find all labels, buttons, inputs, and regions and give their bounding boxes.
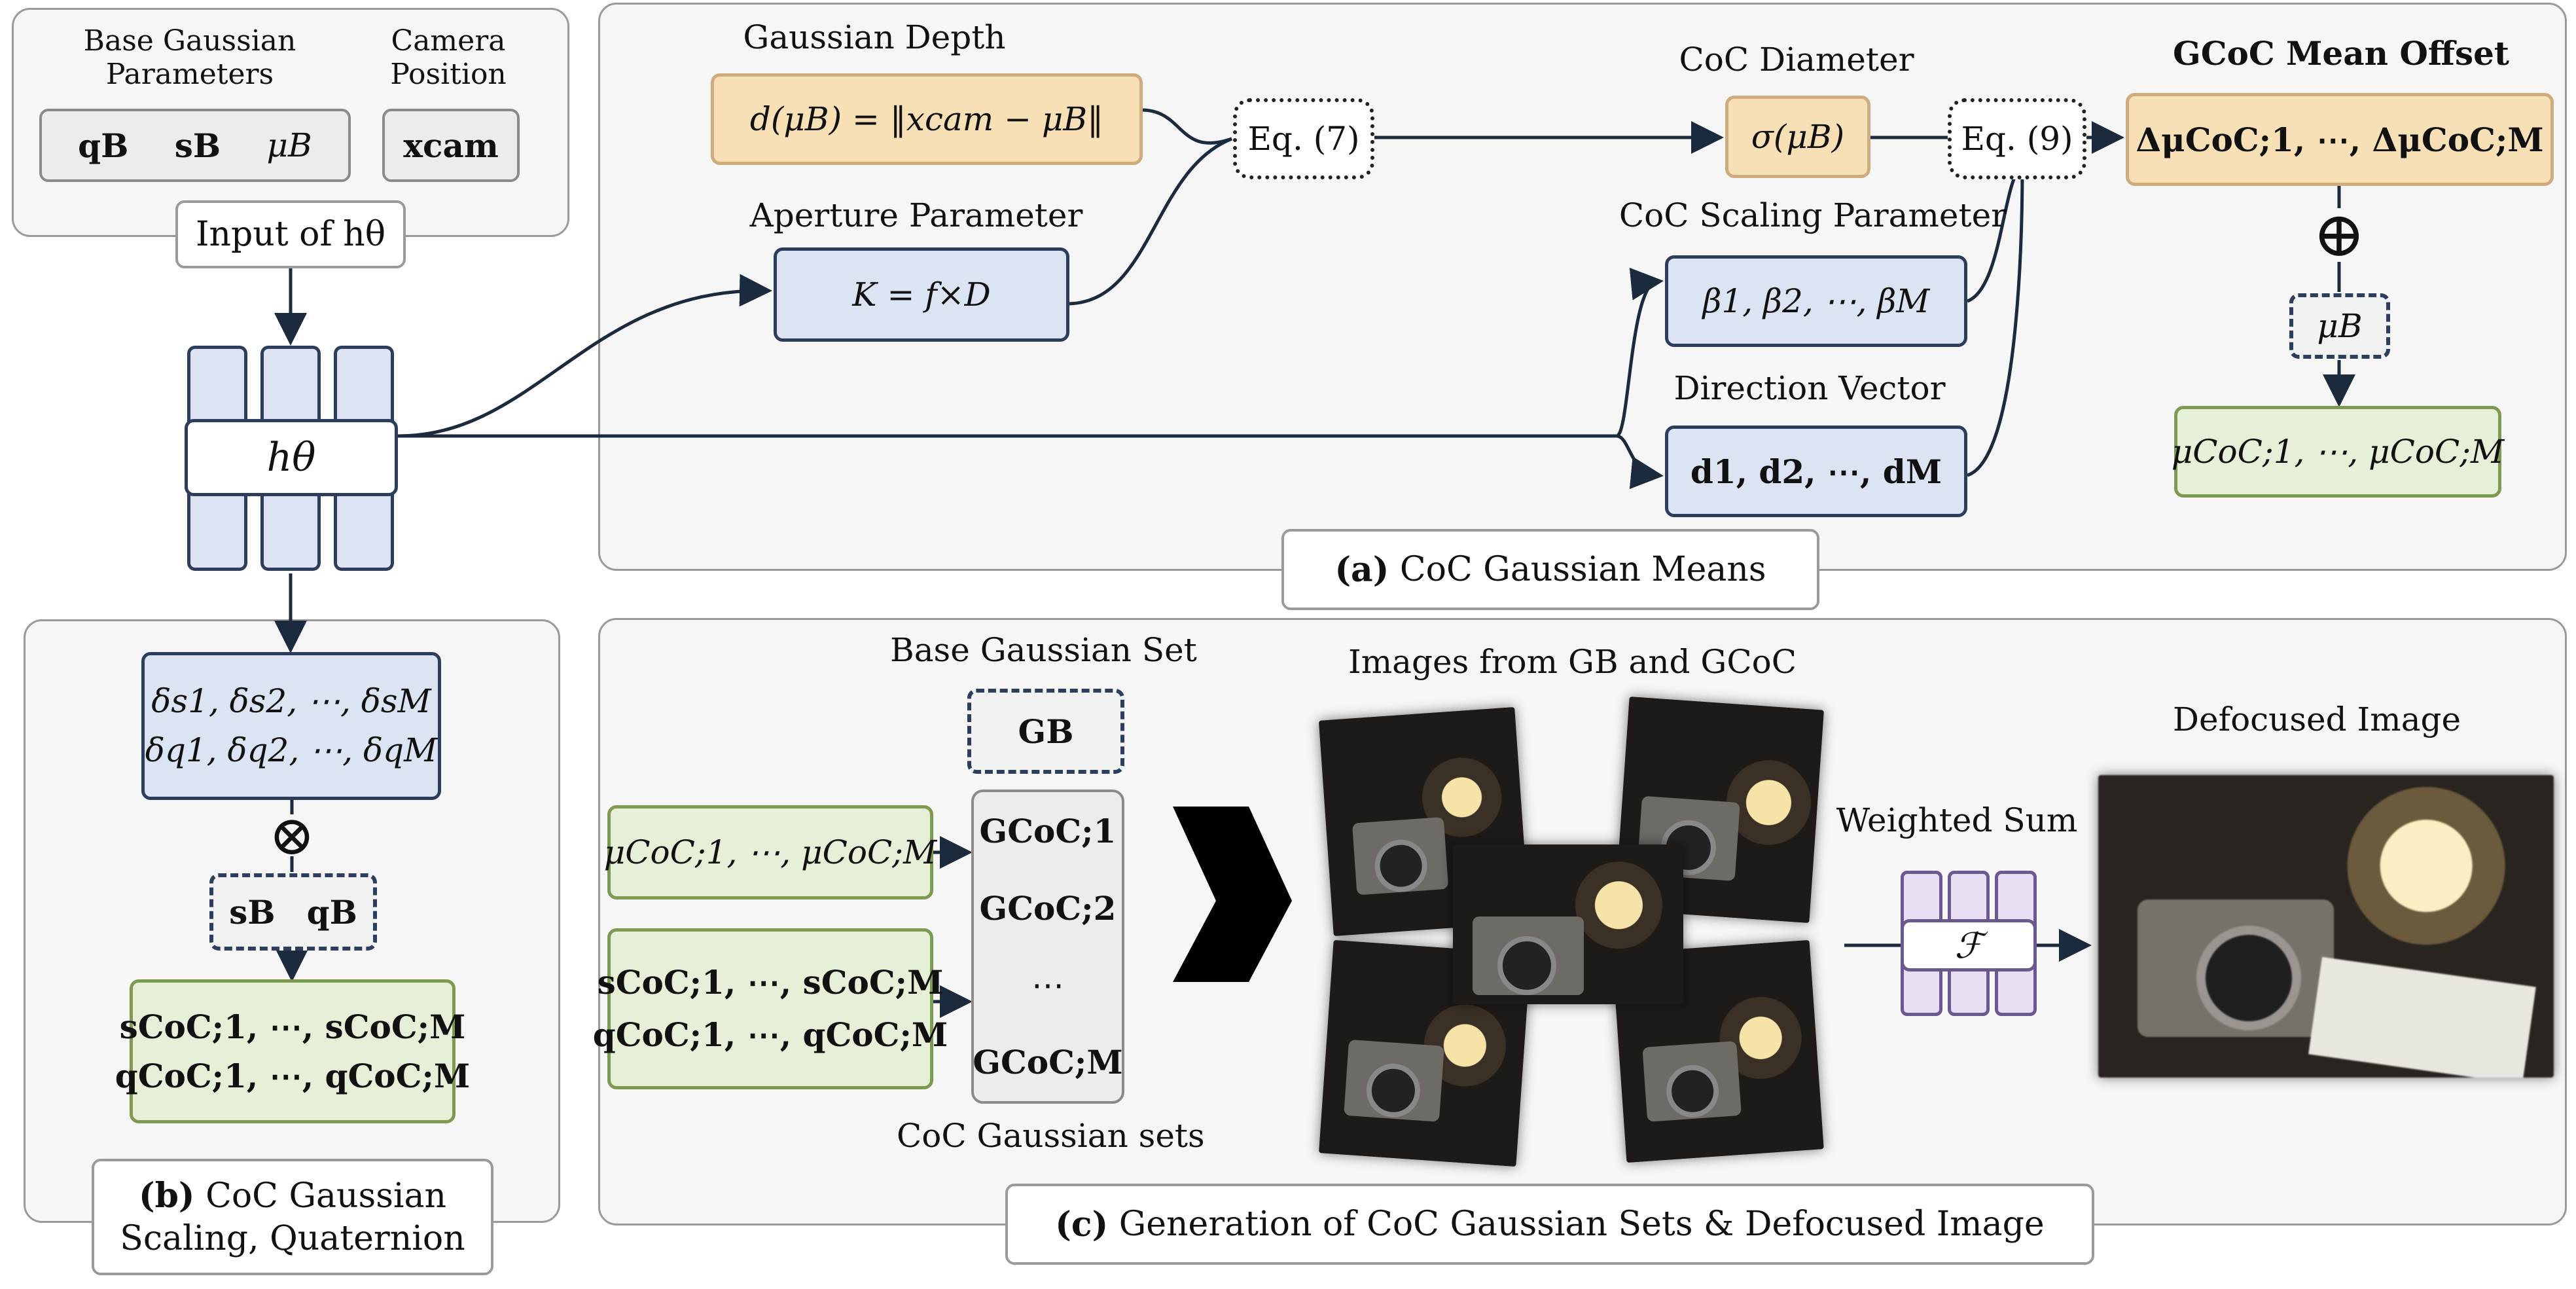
panel-a-caption: (a) CoC Gaussian Means — [1281, 529, 1819, 610]
q-b: qB — [78, 126, 129, 165]
sq-coc-box-c: sCoC;1, ⋯, sCoC;M qCoC;1, ⋯, qCoC;M — [593, 928, 948, 1089]
eq9-node: Eq. (9) — [1948, 98, 2086, 179]
direction-eq: d1, d2, ⋯, dM — [1690, 452, 1942, 491]
rendered-image-center — [1453, 844, 1683, 1004]
eq7-node: Eq. (7) — [1233, 98, 1374, 179]
mean-offset-eq: ΔμCoC;1, ⋯, ΔμCoC;M — [2136, 120, 2544, 159]
panel-c-caption-text: Generation of CoC Gaussian Sets & Defocu… — [1118, 1204, 2045, 1244]
chevron-arrow-icon — [1173, 807, 1292, 982]
s-b: sB — [174, 126, 221, 165]
g-coc-m: GCoC;M — [973, 1043, 1123, 1082]
panel-c-q-coc: qCoC;1, ⋯, qCoC;M — [592, 1015, 948, 1054]
coc-scaling-label: CoC Scaling Parameter — [1619, 196, 2007, 234]
x-cam: xcam — [403, 126, 499, 165]
coc-sets-label: CoC Gaussian sets — [897, 1117, 1205, 1155]
mu-b: μB — [266, 126, 312, 164]
base-set-label: Base Gaussian Set — [890, 631, 1197, 669]
direction-box: d1, d2, ⋯, dM — [1665, 426, 1967, 517]
delta-s: δs1, δs2, ⋯, δsM — [151, 682, 431, 720]
oplus-icon: ⊕ — [2312, 198, 2366, 271]
gaussian-depth-eq: d(μB) = ‖xcam − μB‖ — [749, 100, 1104, 138]
images-label: Images from GB and GCoC — [1348, 643, 1797, 681]
aperture-label: Aperture Parameter — [749, 196, 1083, 234]
lens-shape — [2196, 926, 2301, 1030]
sq-coc-box: sCoC;1, ⋯, sCoC;M qCoC;1, ⋯, qCoC;M — [115, 979, 470, 1123]
gaussian-depth-box: d(μB) = ‖xcam − μB‖ — [711, 73, 1143, 165]
coc-scaling-box: β1, β2, ⋯, βM — [1665, 255, 1967, 347]
camera-position-box: xcam — [382, 109, 520, 182]
aperture-box: K = f×D — [774, 247, 1069, 342]
mean-offset-box: ΔμCoC;1, ⋯, ΔμCoC;M — [2126, 93, 2554, 186]
panel-a-caption-prefix: (a) — [1334, 549, 1389, 590]
delta-q: δq1, δq2, ⋯, δqM — [145, 731, 438, 769]
coc-means-box: μCoC;1, ⋯, μCoC;M — [2172, 406, 2504, 498]
mu-b-label: μB — [2317, 307, 2363, 345]
f-symbol: ℱ — [1954, 924, 1983, 966]
panel-a-caption-text: CoC Gaussian Means — [1399, 549, 1766, 589]
panel-b-s-b: sB — [229, 892, 276, 932]
g-coc-dots: ⋯ — [1031, 966, 1064, 1005]
panel-b-caption: (b) CoC Gaussian Scaling, Quaternion — [92, 1159, 493, 1275]
input-caption: Input of hθ — [175, 200, 406, 268]
defocused-label: Defocused Image — [2172, 700, 2461, 738]
panel-c-s-coc: sCoC;1, ⋯, sCoC;M — [597, 963, 944, 1002]
mu-coc-box: μCoC;1, ⋯, μCoC;M — [604, 805, 937, 899]
direction-label: Direction Vector — [1673, 369, 1946, 407]
g-coc-2: GCoC;2 — [979, 888, 1117, 928]
g-coc-1: GCoC;1 — [979, 811, 1117, 850]
mu-b-box: μB — [2289, 293, 2390, 359]
camera-position-label: Camera Position — [390, 24, 507, 91]
network-label: hθ — [266, 435, 316, 481]
g-b-box: GB — [967, 689, 1124, 774]
mean-offset-label: GCoC Mean Offset — [2173, 34, 2510, 73]
aperture-eq: K = f×D — [852, 276, 991, 314]
eq9-label: Eq. (9) — [1961, 120, 2073, 158]
panel-b-q-coc: qCoC;1, ⋯, qCoC;M — [115, 1057, 471, 1095]
coc-means-eq: μCoC;1, ⋯, μCoC;M — [2171, 433, 2505, 471]
base-params-box: qB sB μB — [39, 109, 351, 182]
panel-b-caption-prefix: (b) — [138, 1175, 195, 1216]
panel-c-caption: (c) Generation of CoC Gaussian Sets & De… — [1005, 1184, 2094, 1265]
g-coc-list: GCoC;1 GCoC;2 ⋯ GCoC;M — [971, 790, 1124, 1104]
panel-b-caption-text: CoC Gaussian Scaling, Quaternion — [120, 1176, 465, 1258]
defocused-image — [2098, 775, 2554, 1078]
paper-shape — [2308, 956, 2536, 1078]
eq7-label: Eq. (7) — [1247, 120, 1360, 158]
base-params-label: Base Gaussian Parameters — [83, 24, 296, 91]
coc-scaling-eq: β1, β2, ⋯, βM — [1702, 282, 1930, 320]
delta-box: δs1, δs2, ⋯, δsM δq1, δq2, ⋯, δqM — [141, 652, 441, 800]
lens-shape — [1497, 936, 1556, 995]
otimes-icon: ⊗ — [268, 803, 315, 867]
panel-c-mu-coc: μCoC;1, ⋯, μCoC;M — [603, 833, 937, 871]
g-b-label: GB — [1018, 712, 1074, 751]
panel-b-s-coc: sCoC;1, ⋯, sCoC;M — [119, 1008, 466, 1046]
coc-diameter-eq: σ(μB) — [1751, 118, 1845, 156]
f-operator-box: ℱ — [1901, 919, 2037, 971]
sb-qb-box: sB qB — [209, 873, 377, 951]
weighted-sum-label: Weighted Sum — [1836, 801, 2078, 839]
panel-c-caption-prefix: (c) — [1055, 1204, 1109, 1244]
network-h-theta: hθ — [185, 419, 398, 496]
coc-diameter-box: σ(μB) — [1725, 96, 1870, 178]
panel-b-q-b: qB — [306, 892, 357, 932]
coc-diameter-label: CoC Diameter — [1679, 41, 1914, 79]
gaussian-depth-label: Gaussian Depth — [743, 18, 1006, 56]
